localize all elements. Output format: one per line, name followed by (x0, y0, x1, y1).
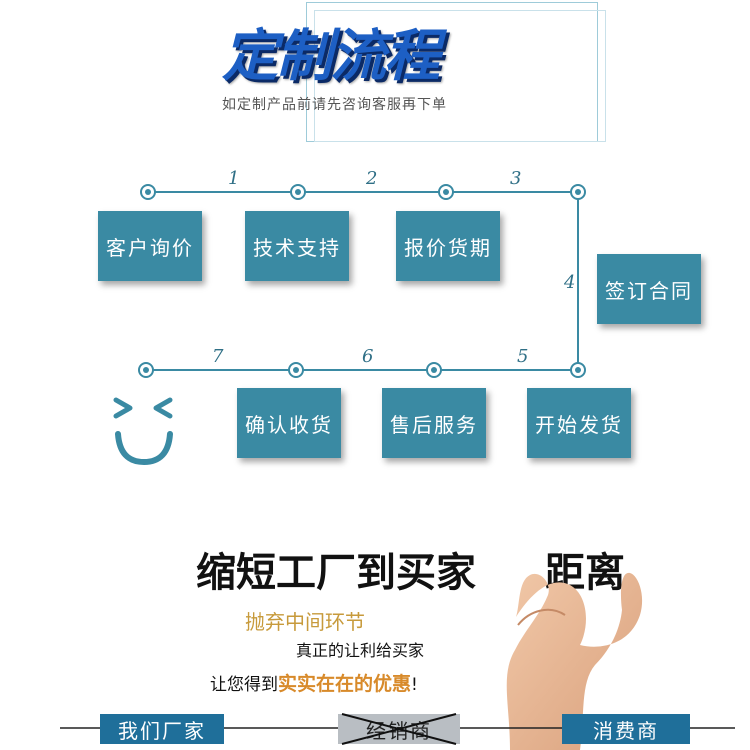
flow-node (290, 184, 306, 200)
step-box-tech-support: 技术支持 (245, 211, 349, 281)
promo-line1: 抛弃中间环节 (245, 610, 365, 634)
flow-node (138, 362, 154, 378)
page-subtitle: 如定制产品前请先咨询客服再下单 (222, 97, 447, 113)
step-box-quote: 报价货期 (396, 211, 500, 281)
promo-headline-left: 缩短工厂到买家 (196, 550, 476, 596)
promo-line3-post: ! (411, 675, 418, 695)
chain-manufacturer: 我们厂家 (100, 714, 224, 744)
step-box-inquiry: 客户询价 (98, 211, 202, 281)
promo-line2: 真正的让利给买家 (296, 641, 425, 660)
page-title: 定制流程 (222, 24, 440, 89)
flow-node (140, 184, 156, 200)
step-number: 4 (564, 272, 576, 293)
flow-node (426, 362, 442, 378)
step-number: 7 (212, 346, 224, 367)
promo-line3: 让您得到实实在在的优惠! (210, 669, 418, 696)
step-box-ship: 开始发货 (527, 388, 631, 458)
hand-gesture-image (506, 572, 643, 750)
step-number: 2 (366, 168, 378, 189)
step-box-confirm: 确认收货 (237, 388, 341, 458)
promo-line3-pre: 让您得到 (210, 675, 278, 695)
flow-node (570, 184, 586, 200)
chain-consumer: 消费商 (562, 714, 690, 744)
flow-node (570, 362, 586, 378)
smiley-icon (113, 397, 173, 466)
flow-node (438, 184, 454, 200)
flow-node (288, 362, 304, 378)
promo-line3-highlight: 实实在在的优惠 (278, 673, 412, 695)
step-number: 6 (362, 346, 374, 367)
step-number: 3 (510, 168, 522, 189)
step-box-after-sales: 售后服务 (382, 388, 486, 458)
step-number: 5 (517, 346, 529, 367)
header-frame-inner (314, 10, 606, 142)
flow-connector-lines (146, 191, 579, 371)
strike-icon (341, 713, 457, 745)
step-number: 1 (228, 168, 240, 189)
step-box-contract: 签订合同 (597, 254, 701, 324)
